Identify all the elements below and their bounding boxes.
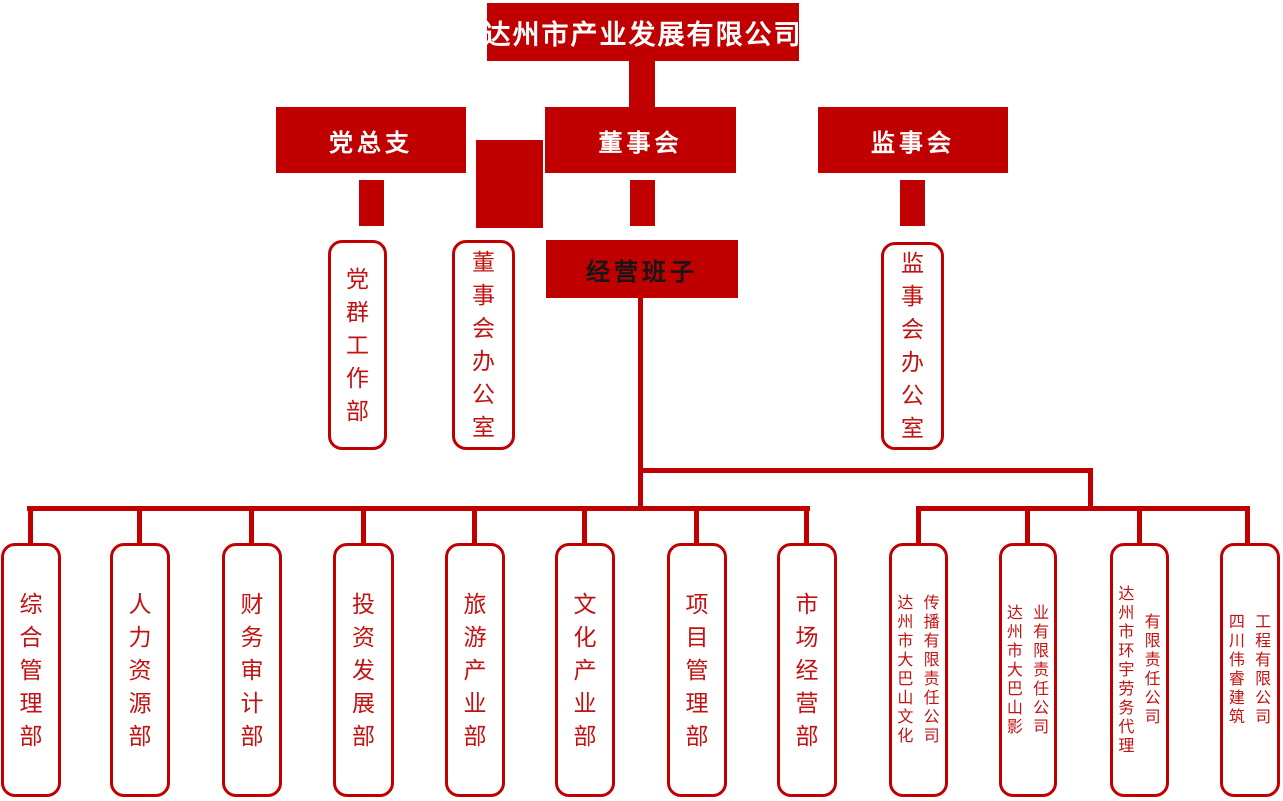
department-label: 项目管理部 [685, 590, 709, 749]
subsidiary-box: 达州市环宇劳务代理 有限责任公司 [1110, 543, 1169, 797]
connector-drop [916, 506, 921, 543]
connector-management-trunk [638, 298, 643, 511]
department-box: 人力资源部 [110, 543, 170, 797]
subsidiary-name: 达州市大巴山文化 传播有限责任公司 [896, 594, 941, 746]
connector-drop [472, 506, 477, 543]
connector-subsidiaries-rail [916, 506, 1250, 511]
department-box: 项目管理部 [667, 543, 727, 797]
department-label: 财务审计部 [240, 590, 264, 749]
party-branch-box: 党总支 [276, 107, 466, 173]
subsidiary-box: 四川伟睿建筑 工程有限公司 [1220, 543, 1280, 797]
subsidiary-name-col: 达州市环宇劳务代理 [1118, 585, 1135, 755]
department-label: 旅游产业部 [463, 590, 487, 749]
subsidiary-box: 达州市大巴山文化 传播有限责任公司 [889, 543, 948, 797]
department-label: 投资发展部 [352, 590, 375, 749]
office-label: 董事会办公室 [472, 249, 495, 440]
connector-departments-rail [27, 506, 810, 511]
subsidiary-name: 达州市环宇劳务代理 有限责任公司 [1117, 585, 1162, 756]
department-label: 综合管理部 [19, 590, 43, 749]
subsidiary-name: 四川伟睿建筑 工程有限公司 [1227, 613, 1272, 727]
office-label: 监事会办公室 [901, 250, 924, 441]
connector-drop [361, 506, 366, 543]
subsidiary-box: 达州市大巴山影 业有限责任公司 [999, 543, 1057, 797]
company-root-box: 达州市产业发展有限公司 [484, 3, 801, 61]
office-label: 党群工作部 [346, 265, 369, 424]
connector-drop [694, 506, 699, 543]
subsidiary-name: 达州市大巴山影 业有限责任公司 [1005, 604, 1050, 737]
department-box: 投资发展部 [333, 543, 394, 797]
department-label: 市场经营部 [795, 590, 819, 749]
department-box: 旅游产业部 [445, 543, 505, 797]
connector-drop [249, 506, 254, 543]
connector-supervisory-office [900, 180, 925, 226]
department-box: 综合管理部 [1, 543, 61, 797]
connector-board-office-block [476, 140, 543, 228]
management-team-box: 经营班子 [546, 240, 738, 298]
subsidiary-name-col: 达州市大巴山文化 [897, 595, 914, 745]
department-label: 文化产业部 [573, 590, 597, 749]
connector-drop [28, 506, 33, 543]
board-of-directors-box: 董事会 [545, 107, 736, 173]
office-board-office-box: 董事会办公室 [452, 240, 515, 450]
subsidiary-name-col: 工程有限公司 [1255, 614, 1272, 726]
subsidiary-name-col: 四川伟睿建筑 [1228, 614, 1245, 726]
department-label: 人力资源部 [128, 590, 152, 749]
department-box: 市场经营部 [777, 543, 837, 797]
connector-party-office [359, 180, 384, 226]
department-box: 文化产业部 [555, 543, 615, 797]
supervisory-board-box: 监事会 [818, 107, 1008, 173]
subsidiary-name-col: 有限责任公司 [1144, 614, 1161, 726]
connector-drop [1245, 506, 1250, 543]
office-party-masses-work-dept-box: 党群工作部 [328, 240, 387, 450]
connector-board-management [630, 180, 655, 226]
connector-drop [137, 506, 142, 543]
connector-drop [804, 506, 809, 543]
connector-root-board [629, 61, 655, 107]
subsidiary-name-col: 传播有限责任公司 [923, 595, 940, 745]
connector-drop [582, 506, 587, 543]
connector-drop [1025, 506, 1030, 543]
connector-branch-to-subsidiaries [638, 468, 1093, 473]
subsidiary-name-col: 达州市大巴山影 [1006, 604, 1023, 736]
subsidiary-name-col: 业有限责任公司 [1033, 604, 1050, 736]
connector-drop [1137, 506, 1142, 543]
connector-subsidiaries-feeder [1088, 468, 1093, 511]
office-supervisory-office-box: 监事会办公室 [881, 242, 944, 450]
department-box: 财务审计部 [222, 543, 282, 797]
